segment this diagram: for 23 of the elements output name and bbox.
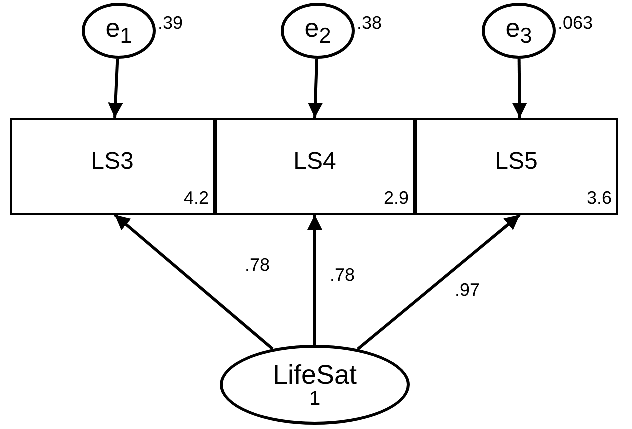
node-label: LS4 xyxy=(292,148,338,176)
variance-value: .38 xyxy=(357,13,382,34)
arrow xyxy=(512,58,528,118)
arrow xyxy=(357,214,521,350)
variance-value: .39 xyxy=(158,13,184,34)
intercept-value: 4.2 xyxy=(184,188,209,209)
node-value: 1 xyxy=(309,388,321,408)
arrow xyxy=(308,58,323,118)
arrow xyxy=(108,58,124,118)
intercept-value: 3.6 xyxy=(586,188,612,209)
observed-variable-box xyxy=(10,118,215,215)
observed-variable-box xyxy=(415,118,618,215)
arrow xyxy=(114,214,274,350)
node-label: e$_{3}$ xyxy=(506,15,532,47)
variance-value: .063 xyxy=(558,13,594,34)
observed-variable-box xyxy=(215,118,415,215)
node-label: LifeSat xyxy=(272,362,358,388)
arrow xyxy=(308,215,322,345)
node-label: LS5 xyxy=(494,148,539,176)
node-label: e$_{2}$ xyxy=(304,15,332,47)
node-label: LS3 xyxy=(90,148,135,176)
node-label: e$_{1}$ xyxy=(106,15,132,47)
intercept-value: 2.9 xyxy=(384,188,409,209)
